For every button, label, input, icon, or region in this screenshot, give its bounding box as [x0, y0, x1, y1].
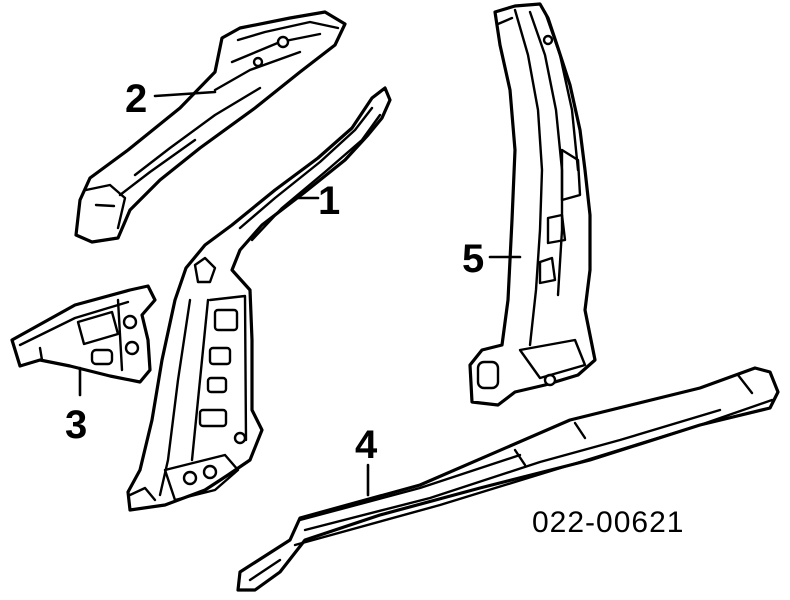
callout-1: 1	[318, 179, 340, 223]
callout-2: 2	[125, 77, 147, 121]
leader-line-2	[153, 90, 217, 98]
part-5-center-pillar	[468, 2, 597, 407]
reference-code: 022-00621	[532, 506, 684, 539]
part-3-bracket	[10, 284, 157, 384]
callout-3: 3	[65, 403, 87, 447]
part-2-roof-rail	[74, 10, 347, 244]
part-4-rocker-sill	[236, 366, 780, 592]
part-1-front-pillar	[126, 86, 392, 512]
callout-5: 5	[462, 237, 484, 281]
callout-4: 4	[355, 423, 378, 467]
